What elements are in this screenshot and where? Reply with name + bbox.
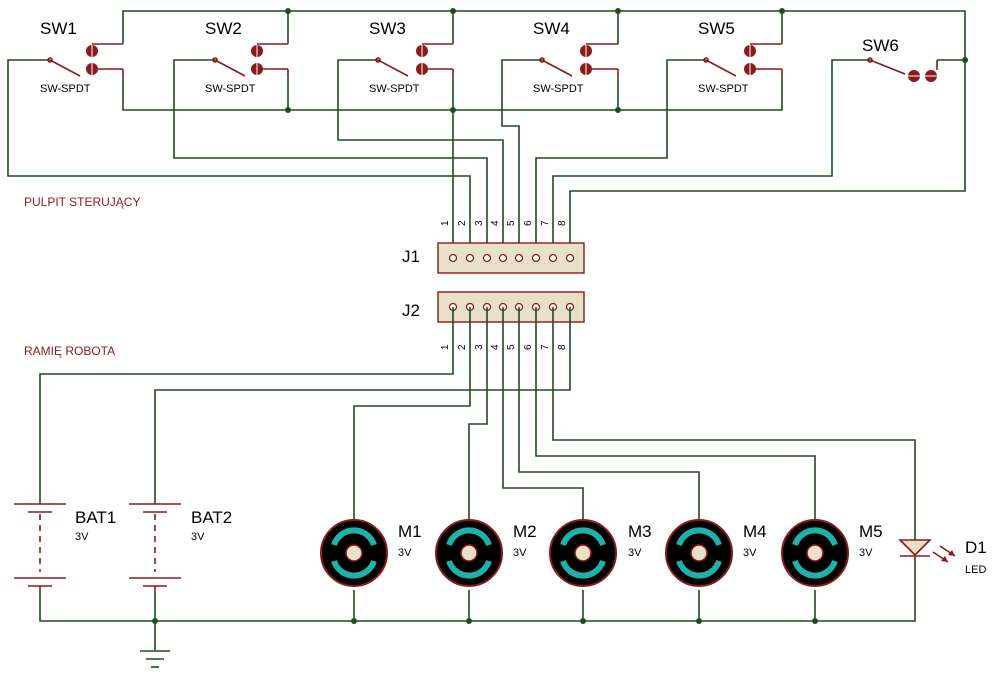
led-d1: D1 LED <box>898 538 987 576</box>
section-label-robot-arm: RAMIĘ ROBOTA <box>24 344 115 358</box>
m2-label: M2 <box>513 522 537 541</box>
j1-pin-numbers: 1 2 3 4 5 6 7 8 <box>440 220 568 226</box>
m5-value: 3V <box>859 547 873 559</box>
switch-sw2: SW2 SW-SPDT <box>205 19 289 95</box>
svg-text:8: 8 <box>557 344 568 350</box>
bottom-wires <box>39 307 916 650</box>
j1-pins <box>448 253 575 263</box>
svg-text:7: 7 <box>540 220 551 226</box>
svg-text:6: 6 <box>523 344 534 350</box>
ground-icon <box>140 650 170 668</box>
sw4-type: SW-SPDT <box>533 83 584 95</box>
m1-value: 3V <box>398 547 412 559</box>
m5-label: M5 <box>859 522 883 541</box>
j2-label: J2 <box>402 301 420 320</box>
battery-bat2: BAT2 3V <box>129 500 232 592</box>
bottom-junctions <box>152 618 818 624</box>
bat2-value: 3V <box>191 531 205 543</box>
svg-text:6: 6 <box>523 220 534 226</box>
sw4-label: SW4 <box>533 19 570 38</box>
m1-label: M1 <box>398 522 422 541</box>
m4-label: M4 <box>743 522 767 541</box>
svg-text:5: 5 <box>506 220 517 226</box>
svg-text:8: 8 <box>557 220 568 226</box>
motor-m3: M3 3V <box>549 519 652 587</box>
d1-type: LED <box>965 564 986 576</box>
bat2-label: BAT2 <box>191 508 232 527</box>
sw6-label: SW6 <box>862 36 899 55</box>
sw5-type: SW-SPDT <box>698 83 749 95</box>
sw1-type: SW-SPDT <box>40 83 91 95</box>
sw5-label: SW5 <box>698 19 735 38</box>
top-junctions <box>285 8 968 113</box>
switch-sw5: SW5 SW-SPDT <box>698 19 783 95</box>
bat1-label: BAT1 <box>75 508 116 527</box>
motor-m4: M4 3V <box>665 519 767 587</box>
svg-text:1: 1 <box>440 220 451 226</box>
m2-value: 3V <box>513 547 527 559</box>
j1-label: J1 <box>402 247 420 266</box>
svg-text:3: 3 <box>474 220 485 226</box>
switch-sw3: SW3 SW-SPDT <box>369 19 454 95</box>
motor-m1: M1 3V <box>320 519 422 587</box>
switch-sw4: SW4 SW-SPDT <box>533 19 619 95</box>
top-wires <box>7 10 966 258</box>
svg-text:1: 1 <box>440 344 451 350</box>
sw2-type: SW-SPDT <box>205 83 256 95</box>
switch-sw1: SW1 SW-SPDT <box>40 19 124 95</box>
j2-pin-numbers: 1 2 3 4 5 6 7 8 <box>440 344 568 350</box>
connector-j2: J2 1 2 3 4 5 6 7 8 <box>402 291 585 350</box>
d1-label: D1 <box>965 538 987 557</box>
sw3-type: SW-SPDT <box>369 83 420 95</box>
bat1-value: 3V <box>75 531 89 543</box>
section-label-control-panel: PULPIT STERUJĄCY <box>24 195 140 209</box>
motor-m5: M5 3V <box>781 519 883 587</box>
switch-sw6: SW6 <box>862 36 938 82</box>
svg-text:3: 3 <box>474 344 485 350</box>
battery-bat1: BAT1 3V <box>14 500 116 592</box>
svg-text:2: 2 <box>457 344 468 350</box>
svg-text:2: 2 <box>457 220 468 226</box>
sw3-label: SW3 <box>369 19 406 38</box>
svg-text:4: 4 <box>490 220 501 226</box>
m4-value: 3V <box>743 547 757 559</box>
svg-text:7: 7 <box>540 344 551 350</box>
m3-label: M3 <box>628 522 652 541</box>
motor-m2: M2 3V <box>435 519 537 587</box>
svg-text:4: 4 <box>490 344 501 350</box>
sw1-label: SW1 <box>40 19 77 38</box>
connector-j1: J1 1 2 3 4 5 6 7 8 <box>402 220 585 274</box>
sw2-label: SW2 <box>205 19 242 38</box>
m3-value: 3V <box>628 547 642 559</box>
svg-text:5: 5 <box>506 344 517 350</box>
